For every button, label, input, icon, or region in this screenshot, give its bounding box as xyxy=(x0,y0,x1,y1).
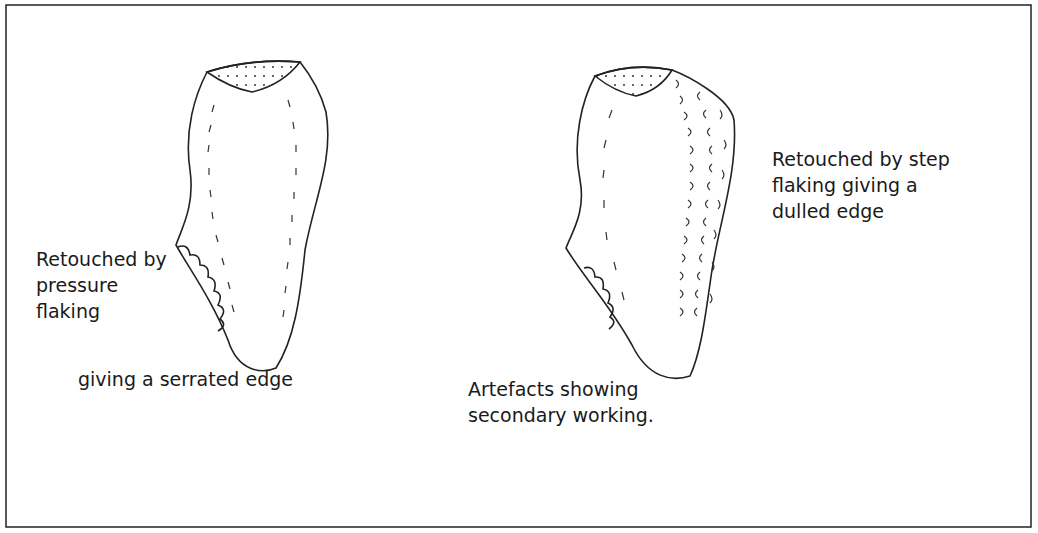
annotation-label: Retouched by step flaking giving a dulle… xyxy=(772,146,967,224)
flake-scars xyxy=(208,100,296,317)
annotation-label: giving a serrated edge xyxy=(78,366,308,392)
step-flaking xyxy=(603,80,726,316)
figure-caption: Artefacts showing secondary working. xyxy=(468,376,738,428)
annotation-label: Retouched by pressure flaking xyxy=(36,246,171,324)
left-artefact xyxy=(176,61,328,371)
frame xyxy=(6,5,1031,527)
right-artefact xyxy=(566,67,735,378)
